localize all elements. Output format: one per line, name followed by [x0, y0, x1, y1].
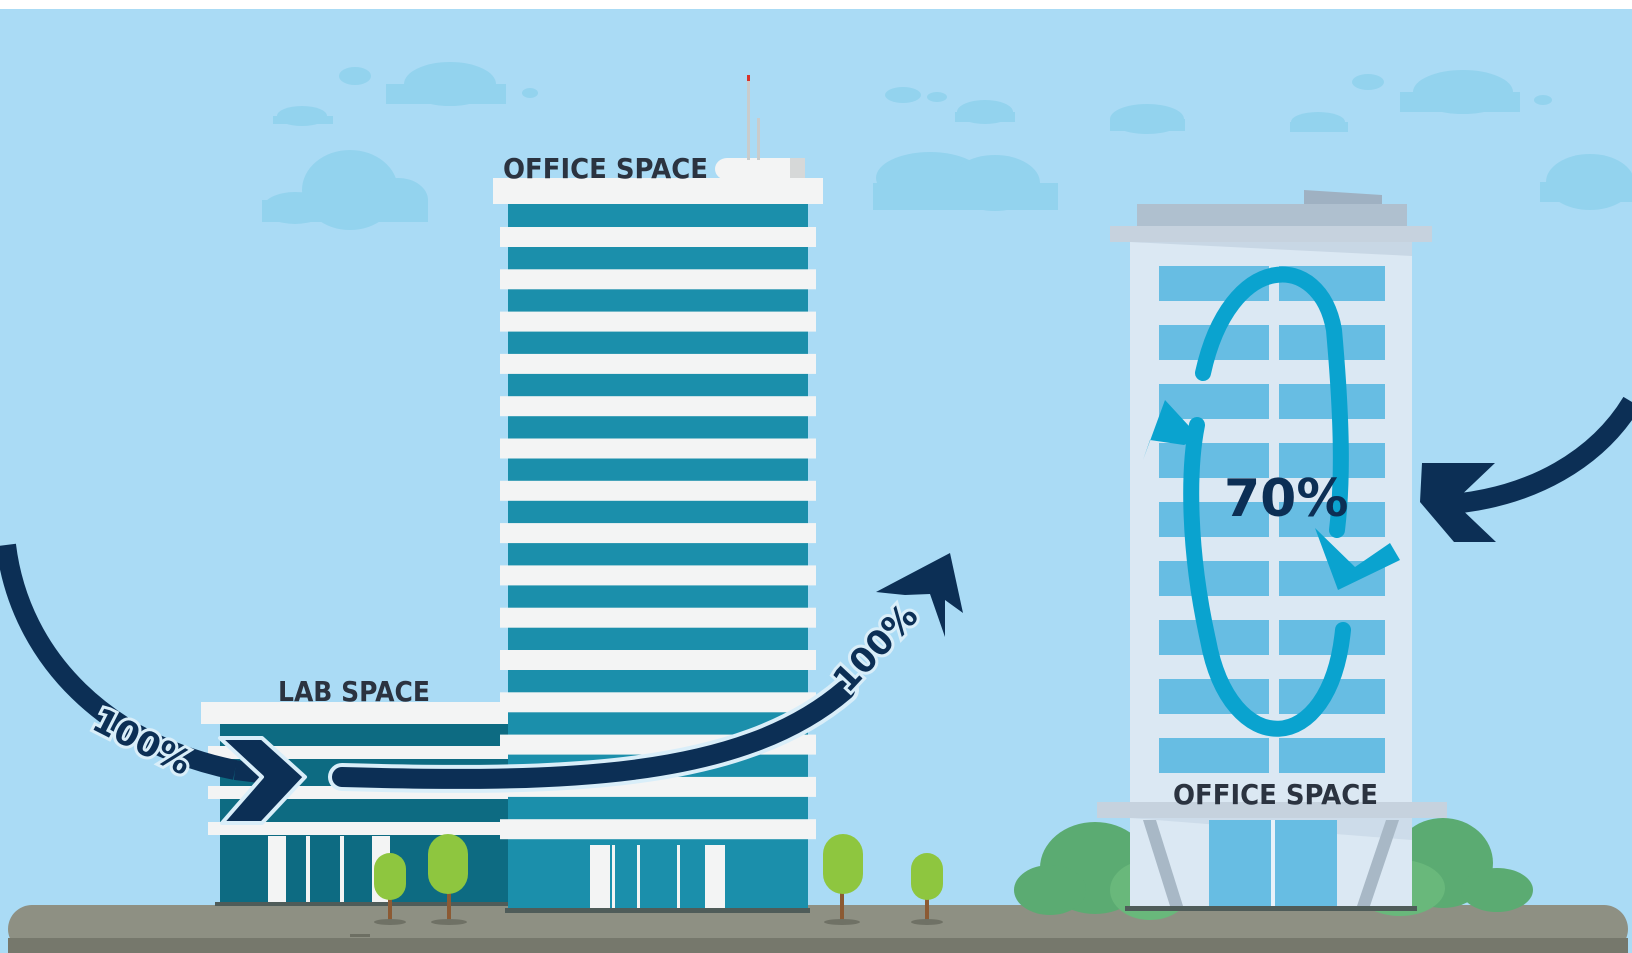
tower-floor-slab: [500, 819, 816, 840]
tree: [911, 853, 943, 925]
incoming-right-arrow: [1420, 396, 1632, 542]
tower-floor-slab: [500, 396, 816, 417]
tower-floor-slab: [500, 311, 816, 332]
recirculating-right-percentage: 70%: [1224, 469, 1348, 529]
tree: [374, 853, 406, 925]
cloud: [262, 150, 428, 230]
window: [1279, 620, 1385, 655]
lab-space-label: LAB SPACE: [278, 675, 430, 708]
tower-floor-slab: [500, 269, 816, 290]
cloud: [1540, 154, 1632, 210]
tower-floor-slab: [500, 480, 816, 501]
top-strip: [0, 0, 1632, 9]
tower-floors: [500, 227, 816, 840]
clouds: [262, 62, 1632, 230]
ground: [8, 905, 1628, 953]
recirculation-loop: [1143, 266, 1400, 737]
cloud: [273, 106, 333, 126]
right-office-space-label: OFFICE SPACE: [1173, 778, 1378, 811]
tower-floor-slab: [500, 650, 816, 670]
tower-floor-slab: [500, 227, 816, 247]
window: [1279, 738, 1385, 773]
tower-building: [493, 75, 823, 913]
tower-office-space-label: OFFICE SPACE: [503, 152, 708, 185]
tree: [823, 834, 863, 925]
window: [1159, 443, 1269, 478]
window: [1279, 443, 1385, 478]
trees: [374, 834, 943, 925]
tower-floor-slab: [500, 692, 816, 713]
tower-floor-slab: [500, 607, 816, 628]
lab-to-tower-arrow: [328, 553, 963, 793]
cloud: [873, 152, 1058, 211]
incoming-left-arrow: [0, 543, 307, 825]
tower-floor-slab: [500, 438, 816, 459]
window: [1159, 502, 1269, 537]
cloud: [1110, 104, 1348, 134]
cloud: [885, 87, 1015, 124]
tree: [428, 834, 468, 925]
tower-floor-slab: [500, 353, 816, 374]
window: [1159, 561, 1269, 596]
window: [1159, 738, 1269, 773]
right-building: [1097, 190, 1447, 911]
cloud: [339, 62, 538, 106]
window: [1159, 384, 1269, 419]
tower-floor-slab: [500, 565, 816, 586]
tower-floor-slab: [500, 523, 816, 544]
cloud: [1352, 70, 1552, 114]
